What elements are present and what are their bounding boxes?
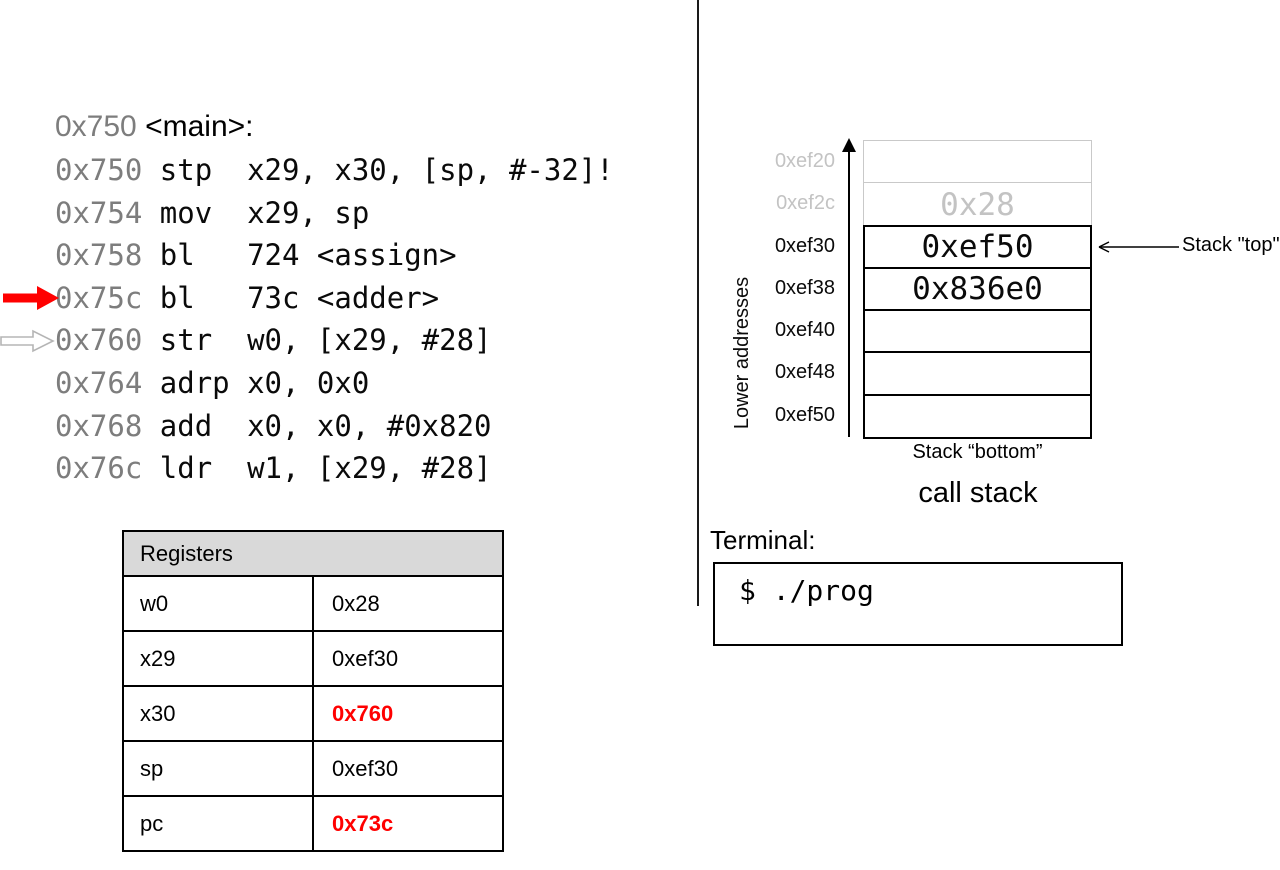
- asm-line-next: 0x760 str w0, [x29, #28]: [55, 319, 614, 362]
- asm-code: bl 724 <assign>: [159, 238, 457, 273]
- return-address-arrow-icon: [0, 328, 55, 359]
- asm-code: adrp x0, 0x0: [159, 365, 370, 400]
- asm-code: [142, 153, 159, 187]
- lower-addresses-arrow-icon: [842, 138, 856, 152]
- asm-code: ldr w1, [x29, #28]: [159, 451, 492, 486]
- asm-code: [142, 409, 159, 443]
- asm-line: 0x754 mov x29, sp: [55, 192, 614, 235]
- lower-addresses-axis: [848, 150, 850, 437]
- register-value: 0x28: [312, 575, 504, 632]
- terminal-label: Terminal:: [710, 525, 816, 555]
- asm-code: [142, 281, 159, 315]
- asm-line: 0x750 stp x29, x30, [sp, #-32]!: [55, 149, 614, 192]
- asm-code: [142, 196, 159, 230]
- asm-address: 0x768: [55, 408, 143, 443]
- register-name: x29: [122, 630, 314, 687]
- registers-header-row: Registers: [122, 530, 504, 577]
- asm-address: 0x754: [55, 195, 143, 230]
- asm-address: 0x760: [55, 323, 143, 358]
- stack-cell: 0x836e0: [863, 266, 1092, 312]
- stack-top-arrow-icon: [1094, 239, 1180, 260]
- asm-code: bl 73c <adder>: [159, 280, 440, 315]
- asm-code: str w0, [x29, #28]: [159, 323, 492, 358]
- asm-address: 0x75c: [55, 280, 143, 315]
- register-name: pc: [122, 795, 314, 852]
- stack-cell: [863, 140, 1092, 185]
- current-instruction-arrow-icon: [2, 284, 60, 317]
- stack-cell-top: 0xef50: [863, 224, 1092, 270]
- register-row: x29 0xef30: [122, 630, 504, 687]
- asm-header-address: 0x750: [55, 110, 137, 143]
- stack-address: 0xef2c: [776, 192, 835, 215]
- stack-address: 0xef40: [774, 319, 835, 342]
- stack-address: 0xef20: [774, 150, 835, 172]
- terminal-window: $ ./prog: [713, 562, 1123, 646]
- asm-code: [142, 451, 159, 485]
- stack-cell: [863, 309, 1092, 355]
- register-row: pc 0x73c: [122, 795, 504, 852]
- register-row: x30 0x760: [122, 685, 504, 742]
- stack-address: 0xef30: [774, 234, 835, 257]
- assembly-listing: 0x750 <main>: 0x750 stp x29, x30, [sp, #…: [55, 104, 614, 490]
- register-value-highlighted: 0x760: [312, 685, 504, 742]
- asm-code: mov x29, sp: [159, 195, 370, 230]
- asm-line: 0x764 adrp x0, 0x0: [55, 362, 614, 405]
- register-value-highlighted: 0x73c: [312, 795, 504, 852]
- stack-address: 0xef50: [774, 403, 835, 426]
- register-row: w0 0x28: [122, 575, 504, 632]
- stack-top-label: Stack "top": [1182, 234, 1280, 256]
- asm-line: 0x76c ldr w1, [x29, #28]: [55, 447, 614, 490]
- asm-address: 0x76c: [55, 451, 143, 486]
- column-divider: [697, 0, 699, 606]
- asm-code: [142, 238, 159, 272]
- register-name: w0: [122, 575, 314, 632]
- stack-cell: [863, 393, 1092, 439]
- register-name: sp: [122, 740, 314, 797]
- asm-code: [142, 323, 159, 357]
- lower-addresses-label: Lower addresses: [731, 276, 753, 430]
- asm-function-header: 0x750 <main>:: [55, 104, 614, 149]
- registers-title: Registers: [122, 530, 504, 577]
- register-row: sp 0xef30: [122, 740, 504, 797]
- terminal-prompt: $ ./prog: [739, 574, 874, 607]
- register-value: 0xef30: [312, 740, 504, 797]
- asm-line-current: 0x75c bl 73c <adder>: [55, 277, 614, 320]
- asm-line: 0x768 add x0, x0, #0x820: [55, 405, 614, 448]
- registers-table: Registers w0 0x28 x29 0xef30 x30 0x760 s…: [122, 530, 504, 852]
- stack-cell: [863, 351, 1092, 397]
- asm-address: 0x764: [55, 365, 143, 400]
- asm-header-label: <main>:: [145, 110, 254, 143]
- register-name: x30: [122, 685, 314, 742]
- asm-line: 0x758 bl 724 <assign>: [55, 234, 614, 277]
- asm-address: 0x758: [55, 238, 143, 273]
- asm-code: add x0, x0, #0x820: [159, 408, 492, 443]
- stack-address-labels: 0xef20 0xef2c 0xef30 0xef38 0xef40 0xef4…: [745, 140, 835, 436]
- stack-bottom-label: Stack “bottom”: [912, 441, 1043, 463]
- asm-code: [142, 366, 159, 400]
- register-value: 0xef30: [312, 630, 504, 687]
- asm-code: stp x29, x30, [sp, #-32]!: [159, 153, 614, 187]
- stack-address: 0xef48: [774, 361, 835, 384]
- asm-address: 0x750: [55, 153, 143, 187]
- call-stack-caption: call stack: [918, 477, 1038, 509]
- call-stack-box: 0x28 0xef50 0x836e0: [863, 140, 1092, 439]
- stack-address: 0xef38: [774, 276, 835, 299]
- stack-cell: 0x28: [863, 182, 1092, 228]
